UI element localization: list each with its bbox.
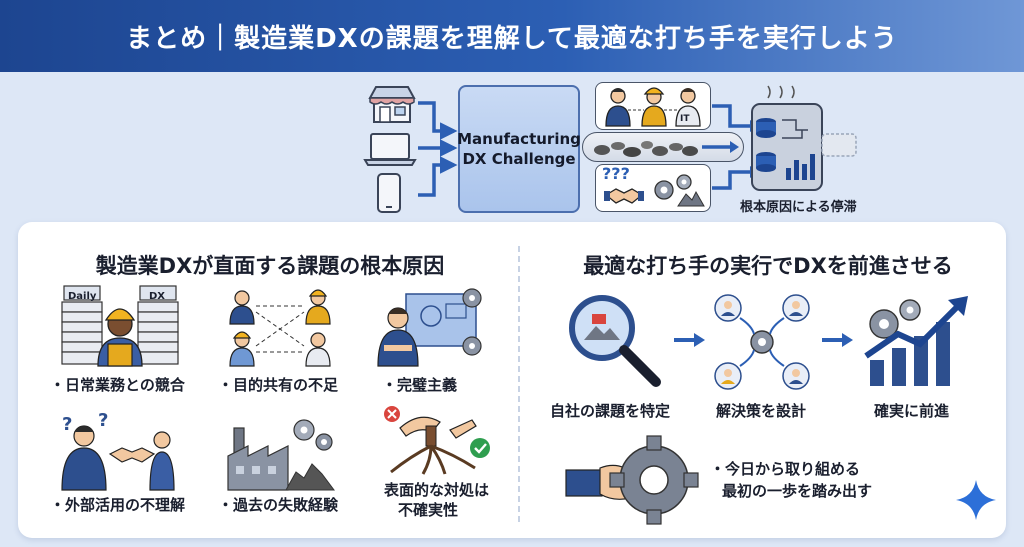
- stagnation-label: 根本原因による停滞: [740, 200, 857, 215]
- dx-challenge-box: Manufacturing DX Challenge: [457, 85, 581, 213]
- cause-shared-purpose: ・目的共有の不足: [218, 376, 339, 394]
- cause-perfectionism: ・完璧主義: [382, 376, 458, 394]
- bottom-panel: [18, 222, 1006, 538]
- step-steady-progress: 確実に前進: [874, 402, 950, 420]
- cause-daily-work: ・日常業務との競合: [50, 376, 185, 394]
- page-title: まとめ｜製造業DXの課題を理解して最適な打ち手を実行しよう: [126, 23, 898, 54]
- cause-surface-fix-line1: 表面的な対処は: [384, 481, 490, 499]
- cause-external-help: ・外部活用の不理解: [50, 496, 186, 514]
- step-identify-issue: 自社の課題を特定: [550, 402, 671, 420]
- misaligned-team-icon: [229, 289, 331, 367]
- handshake-icon: [604, 188, 644, 204]
- left-section-title: 製造業DXが直面する課題の根本原因: [95, 254, 445, 278]
- dx-tag: DX: [149, 291, 166, 302]
- center-label-line1: Manufacturing: [457, 130, 581, 148]
- question-marks: ???: [602, 164, 630, 183]
- daily-tag: Daily: [68, 291, 97, 302]
- laptop-icon: [363, 133, 417, 166]
- workers-icon: [605, 87, 701, 127]
- first-step-line1: ・今日から取り組める: [710, 460, 861, 478]
- center-label-line2: DX Challenge: [462, 150, 576, 168]
- cause-past-failure: ・過去の失敗経験: [218, 496, 339, 514]
- store-icon: [368, 86, 416, 123]
- first-step-line2: 最初の一歩を踏み出す: [722, 482, 873, 500]
- it-tag: IT: [680, 114, 690, 124]
- step-design-solution: 解決策を設計: [716, 402, 807, 420]
- debris-rocks: [594, 141, 698, 157]
- magnifier-icon: [569, 295, 661, 387]
- cause-surface-fix-line2: 不確実性: [398, 501, 459, 519]
- step-arrow-1: [674, 333, 705, 347]
- right-section-title: 最適な打ち手の実行でDXを前進させる: [583, 254, 953, 278]
- broken-gears-icon: [654, 174, 705, 207]
- solution-network-icon: [714, 294, 810, 390]
- svg-text:?: ?: [62, 414, 72, 435]
- input-arrows: [418, 101, 458, 197]
- smartphone-icon: [377, 173, 401, 213]
- pipe-arrow: [702, 141, 739, 153]
- section-divider: [518, 246, 520, 526]
- sparkle-icon: [956, 480, 996, 520]
- gear-turning-icon: [565, 435, 699, 525]
- perfectionist-icon: [377, 288, 482, 367]
- ruined-factory-icon: [227, 419, 335, 491]
- step-arrow-2: [822, 333, 853, 347]
- uncertain-roots-icon: [384, 406, 490, 475]
- header-banner: まとめ｜製造業DXの課題を理解して最適な打ち手を実行しよう: [0, 0, 1024, 72]
- confused-partners-icon: ? ?: [61, 410, 175, 491]
- growth-chart-icon: [864, 296, 968, 386]
- svg-text:?: ?: [98, 410, 108, 431]
- stalled-system-icon: [751, 85, 857, 191]
- busy-worker-icon: [61, 285, 179, 367]
